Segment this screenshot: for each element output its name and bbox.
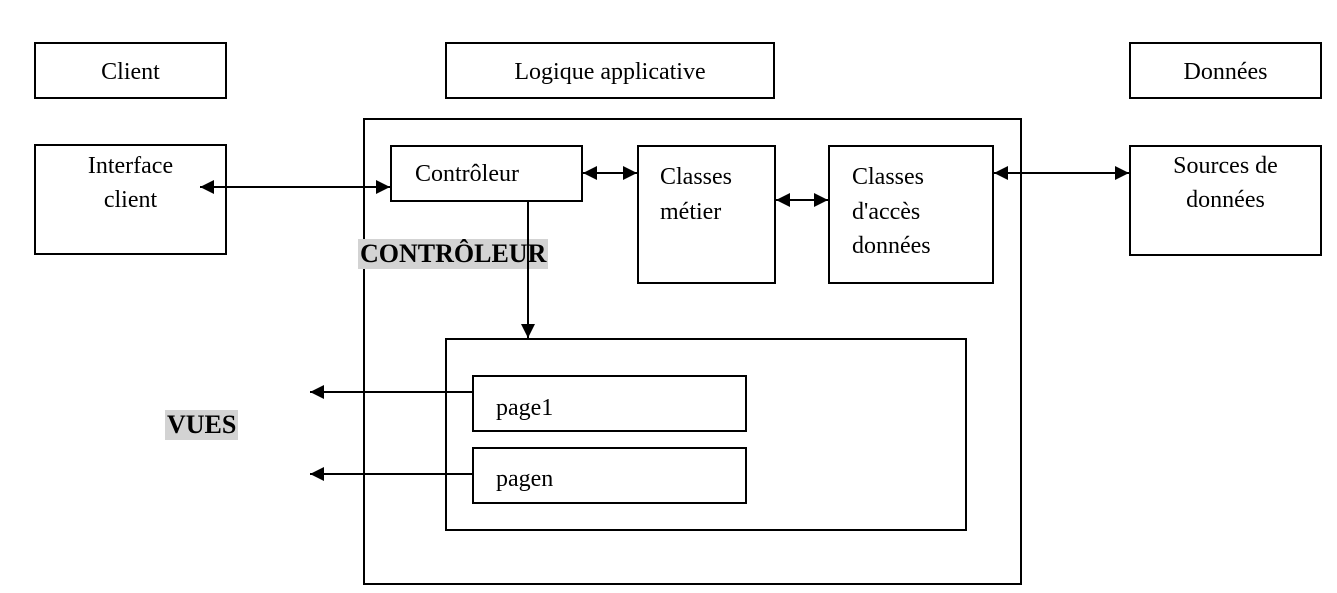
- controleur-box-label: Contrôleur: [415, 161, 519, 187]
- logic-header-box: Logique applicative: [445, 42, 775, 99]
- application-logic-container: [363, 118, 1022, 585]
- controleur-box: Contrôleur: [390, 145, 583, 202]
- vues-highlight-label: VUES: [165, 410, 239, 440]
- client-header-box: Client: [34, 42, 227, 99]
- classes-acces-line-1: Classes: [852, 164, 924, 190]
- views-container: [445, 338, 967, 531]
- controleur-highlight-label: CONTRÔLEUR: [358, 239, 549, 269]
- classes-acces-donnees-box: Classes d'accès données: [828, 145, 994, 284]
- classes-acces-line-3: données: [852, 233, 931, 259]
- data-header-label: Données: [1183, 59, 1268, 85]
- sources-line-2: données: [1186, 187, 1265, 213]
- sources-donnees-box: Sources de données: [1129, 145, 1322, 256]
- classes-metier-line-1: Classes: [660, 164, 732, 190]
- page1-label: page1: [496, 395, 554, 421]
- interface-client-line-1: Interface: [87, 153, 174, 179]
- pagen-label: pagen: [496, 466, 554, 492]
- client-header-label: Client: [101, 59, 160, 85]
- pagen-box: pagen: [472, 447, 747, 504]
- classes-metier-box: Classes métier: [637, 145, 776, 284]
- interface-client-box: Interface client: [34, 144, 227, 255]
- sources-line-1: Sources de: [1173, 153, 1278, 179]
- data-header-box: Données: [1129, 42, 1322, 99]
- interface-client-line-2: client: [103, 187, 158, 213]
- classes-metier-line-2: métier: [660, 199, 722, 225]
- classes-acces-line-2: d'accès: [852, 199, 921, 225]
- page1-box: page1: [472, 375, 747, 432]
- logic-header-label: Logique applicative: [514, 59, 706, 85]
